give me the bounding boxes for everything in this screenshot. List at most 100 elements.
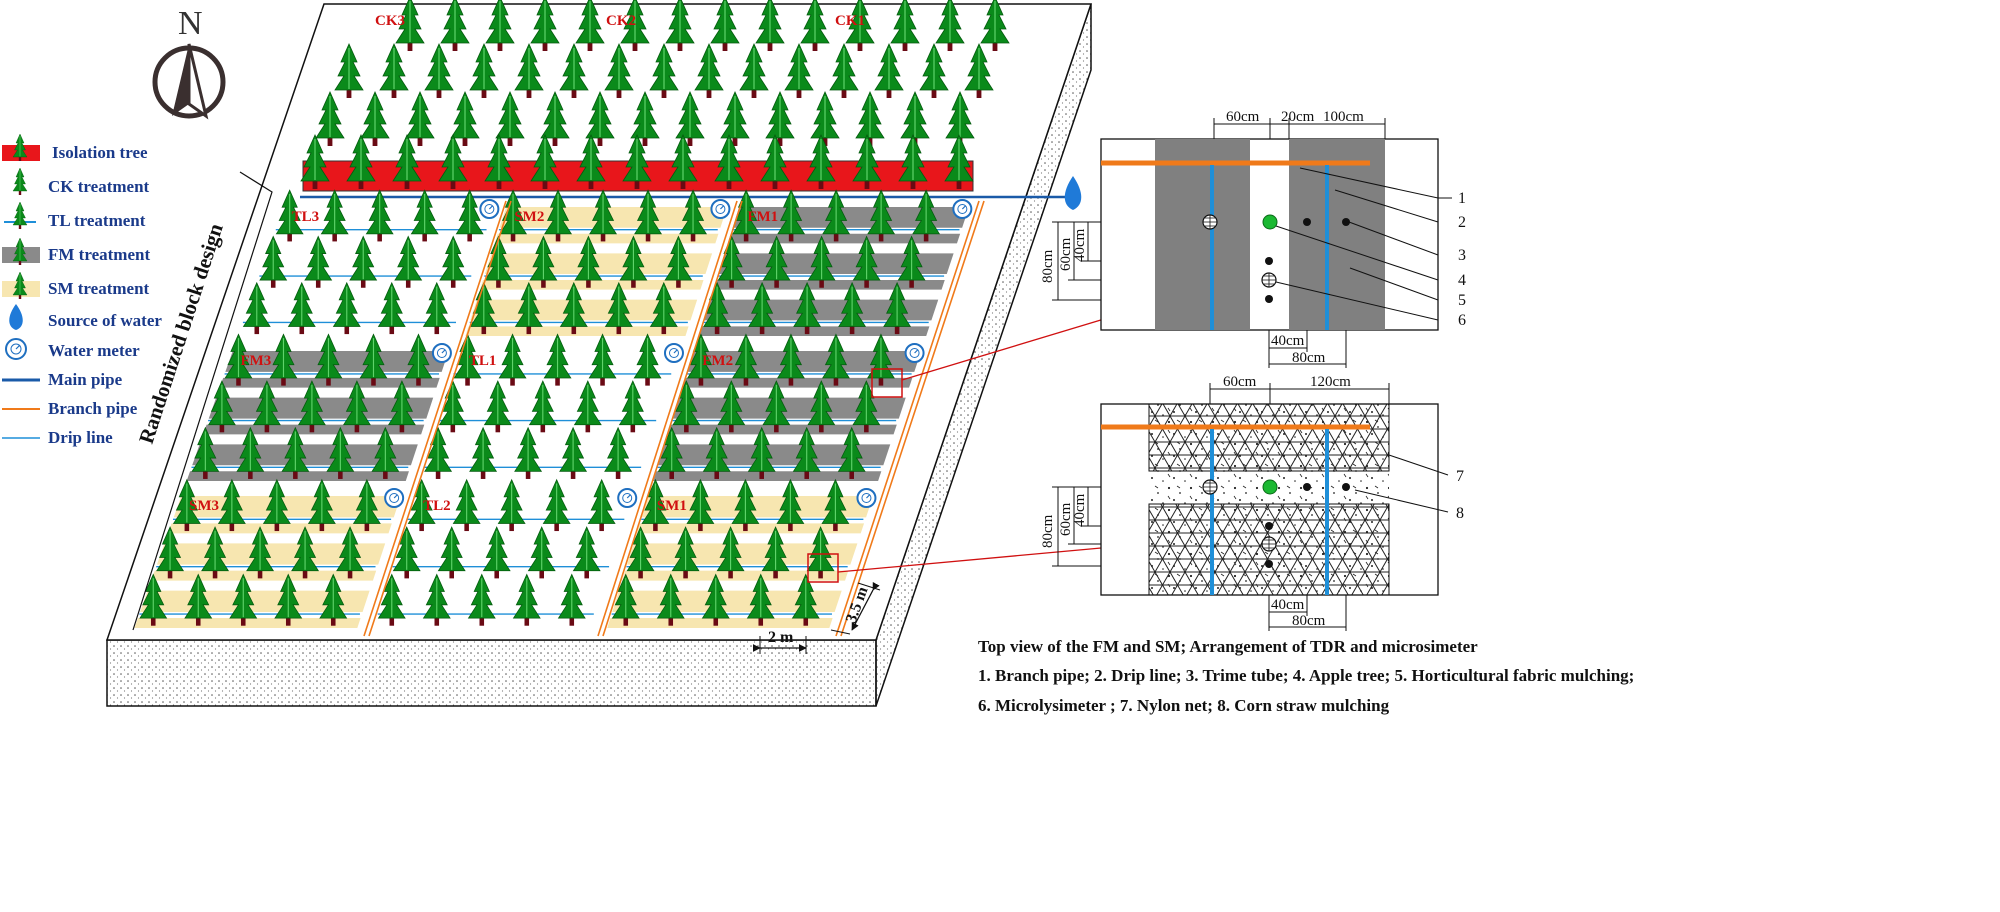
dim-100cm: 100cm [1323,109,1364,125]
microlysimeter-icon [1261,272,1277,288]
scale-width: 2 m [752,629,807,654]
straw-mulch-band [494,233,719,244]
legend-label-sm: SM treatment [48,279,150,298]
dims-left: 80cm 60cm 40cm [1040,221,1101,301]
detail-marker-fm [871,368,903,398]
block-boundary-line [132,171,273,631]
nylon-net-top [1148,403,1390,472]
fabric-mulch-band [653,471,882,481]
north-label: N [178,5,203,42]
legend-symbol-sm [2,271,40,300]
fabric-mulch-band [667,424,897,435]
callout-6: 6 [1458,312,1466,329]
plot-label: SM3 [189,498,219,514]
legend-label-fm: FM treatment [48,245,150,264]
figure-caption: Top view of the FM and SM; Arrangement o… [978,637,1634,715]
straw-mulch-band [151,570,377,581]
legend-label-water-source: Source of water [48,311,162,330]
caption-title: Top view of the FM and SM; Arrangement o… [978,637,1478,656]
plot-label: TL1 [469,353,497,369]
detail-arrow-sm [837,541,1135,573]
branch-pipe [602,200,743,637]
branch-pipe [840,200,985,637]
callout-1: 1 [1458,190,1466,207]
water-meter-icon [617,488,638,508]
water-meter-icon [384,488,405,508]
trime-tube-left [1202,214,1218,230]
callout-7: 7 [1456,468,1464,485]
legend-label-water-meter: Water meter [48,341,140,360]
compass-needle-left [172,44,189,116]
ck-label: CK1 [835,13,865,29]
trime-tube-dot [1265,257,1273,265]
branch-pipe [368,200,512,637]
dim-60cm-vertical: 60cm [1058,502,1074,536]
callout-leader-7 [1388,454,1449,476]
dims-top: 60cm 120cm [1209,374,1390,404]
dim-60cm: 60cm [1223,374,1257,390]
plot-tl2: TL2 [377,479,638,627]
detail-sm-top-view: 60cm 120cm 80cm 60cm 40cm 40cm 80cm [1040,374,1464,631]
branch-pipe [835,200,980,637]
dim-40cm-vertical: 40cm [1072,228,1088,262]
legend-label-isolation: Isolation tree [52,143,148,162]
dim-80cm-bottom: 80cm [1292,613,1326,629]
dim-80cm: 80cm [1040,514,1056,548]
straw-mulch-band [465,326,689,336]
legend-symbol-isolation [2,133,40,162]
straw-mulch-band [607,618,833,628]
north-compass: N [152,5,226,120]
callout-5: 5 [1458,292,1466,309]
water-meter-icon [5,338,27,360]
detail-marker-sm [807,553,839,583]
branch-pipe [597,200,738,637]
scale-width-label: 2 m [768,629,794,646]
callout-8: 8 [1456,505,1464,522]
dim-60cm-vertical: 60cm [1058,237,1074,271]
fabric-mulch-band [682,377,913,388]
water-meter-icon [952,199,973,219]
water-drop-icon [9,304,23,330]
compass-needle-right [187,43,209,120]
callout-2: 2 [1458,214,1466,231]
trime-tube-left [1202,479,1218,495]
fabric-mulch-band [698,326,930,336]
trime-tube-dot [1342,218,1350,226]
plot-label: TL2 [423,498,451,514]
dim-40cm-bottom: 40cm [1271,333,1305,349]
callout-leaders-top [1275,167,1452,321]
ck-label: CK2 [606,13,636,29]
plot-label: FM3 [240,353,271,369]
fabric-mulch-band [727,233,961,244]
plot-label: FM1 [747,209,778,225]
plot-sm1: SM1 [607,479,877,628]
water-meter-icon [856,488,877,508]
water-source-icon [1064,176,1082,210]
trime-tube-dot [1303,218,1311,226]
legend: Isolation tree CK treatment TL treatment… [2,133,162,447]
trime-tube-dot [1265,522,1273,530]
caption-line-1: 1. Branch pipe; 2. Drip line; 3. Trime t… [978,666,1634,685]
trime-tube-dot [1265,560,1273,568]
straw-mulch-band [134,618,361,628]
trime-tube-dot [1342,483,1350,491]
dim-40cm-bottom: 40cm [1271,597,1305,613]
water-meter-icon [479,199,500,219]
straw-mulch-band [480,280,704,290]
caption-line-2: 6. Microlysimeter ; 7. Nylon net; 8. Cor… [978,696,1390,715]
microlysimeter-icon [1261,536,1277,552]
plot-tl1: TL1 [423,333,684,480]
dims-bottom: 40cm 80cm [1268,330,1347,368]
water-meter-icon [904,343,925,363]
fabric-mulch-right [1289,139,1385,330]
soil-front-face [106,639,877,707]
water-meter-icon [710,199,731,219]
legend-label-branch-pipe: Branch pipe [48,399,138,418]
trime-tube-dot [1265,295,1273,303]
plot-label: FM2 [702,353,733,369]
legend-label-main-pipe: Main pipe [48,370,123,389]
legend-label-drip-line: Drip line [48,428,113,447]
